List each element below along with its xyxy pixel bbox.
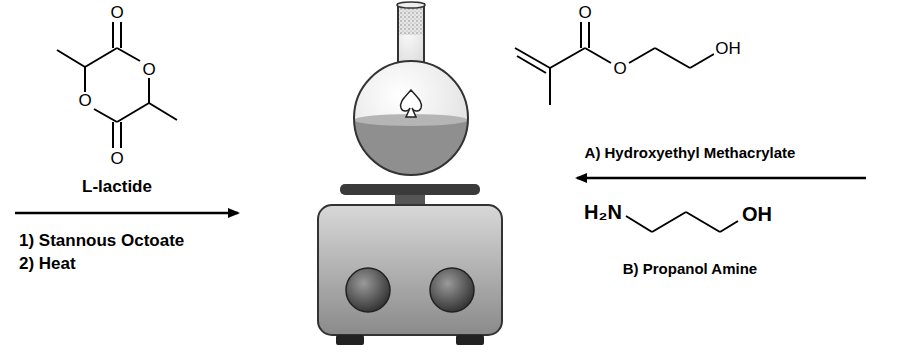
hotplate-stirrer: [318, 184, 502, 345]
atom-label: OH: [714, 40, 742, 57]
atom-label: O: [612, 60, 627, 77]
round-bottom-flask: [350, 2, 472, 180]
reaction-arrow: [577, 177, 866, 180]
stir-symbol: [401, 90, 422, 117]
atom-label: O: [109, 150, 124, 167]
atom-label: O: [109, 4, 124, 21]
atom-label: H₂N: [583, 202, 623, 222]
condition-label: 2) Heat: [18, 255, 77, 272]
compound-name: B) Propanol Amine: [622, 261, 758, 276]
atom-label: O: [141, 61, 156, 78]
atom-label: OH: [741, 204, 773, 224]
compound-name: A) Hydroxyethyl Methacrylate: [584, 145, 797, 160]
hema-structure: [515, 22, 714, 105]
lactide-structure: [57, 22, 177, 148]
atom-label: O: [577, 4, 592, 21]
condition-label: 1) Stannous Octoate: [18, 232, 185, 249]
atom-label: O: [77, 92, 92, 109]
propanolamine-structure: [626, 212, 738, 232]
compound-name: L-lactide: [81, 178, 153, 195]
reaction-arrow: [15, 212, 238, 215]
